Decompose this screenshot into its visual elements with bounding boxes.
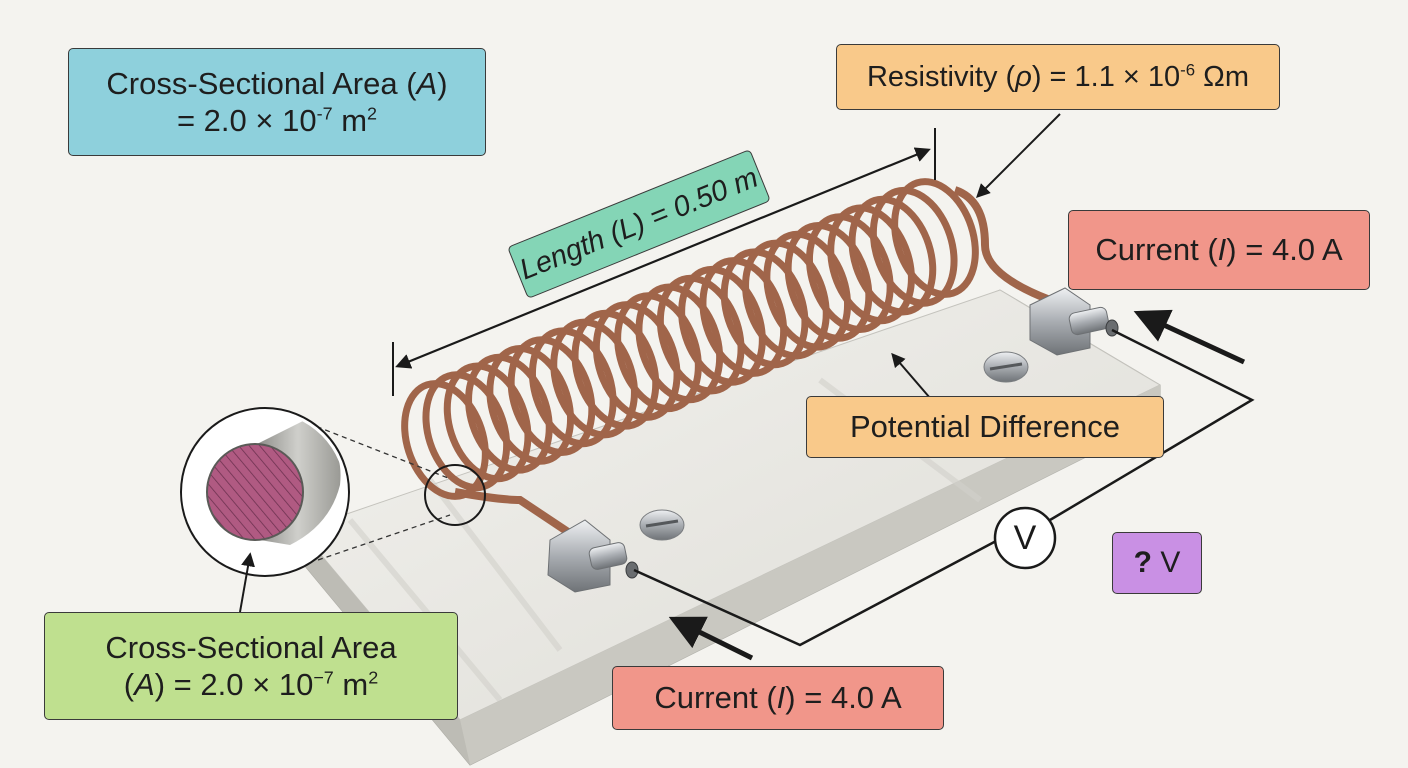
label-unknown-voltage: ? V: [1112, 532, 1202, 594]
current-arrows: [668, 309, 1246, 661]
cross-section-magnifier: [180, 407, 486, 577]
label-potential-difference: Potential Difference: [806, 396, 1164, 458]
terminal-right-icon: [1029, 287, 1119, 356]
label-cross-sectional-area-top: Cross-Sectional Area (A) = 2.0 × 10-7 m2: [68, 48, 486, 156]
length-dimension: [392, 128, 936, 396]
voltmeter-circuit: [633, 328, 1255, 647]
screw-right-icon: [983, 351, 1029, 383]
voltmeter: [993, 506, 1057, 570]
terminal-left-icon: [547, 519, 639, 593]
label-current-bottom: Current (I) = 4.0 A: [612, 666, 944, 730]
voltmeter-symbol: V: [1013, 518, 1037, 557]
label-cross-sectional-area-bottom: Cross-Sectional Area (A) = 2.0 × 10−7 m2: [44, 612, 458, 720]
pointer-arrows: [239, 113, 1061, 613]
coil-turn: [401, 380, 489, 500]
lead-wire-right: [953, 186, 1052, 304]
label-current-right: Current (I) = 4.0 A: [1068, 210, 1370, 290]
screw-left-icon: [639, 509, 685, 541]
label-resistivity: Resistivity (ρ) = 1.1 × 10-6 Ωm: [836, 44, 1280, 110]
